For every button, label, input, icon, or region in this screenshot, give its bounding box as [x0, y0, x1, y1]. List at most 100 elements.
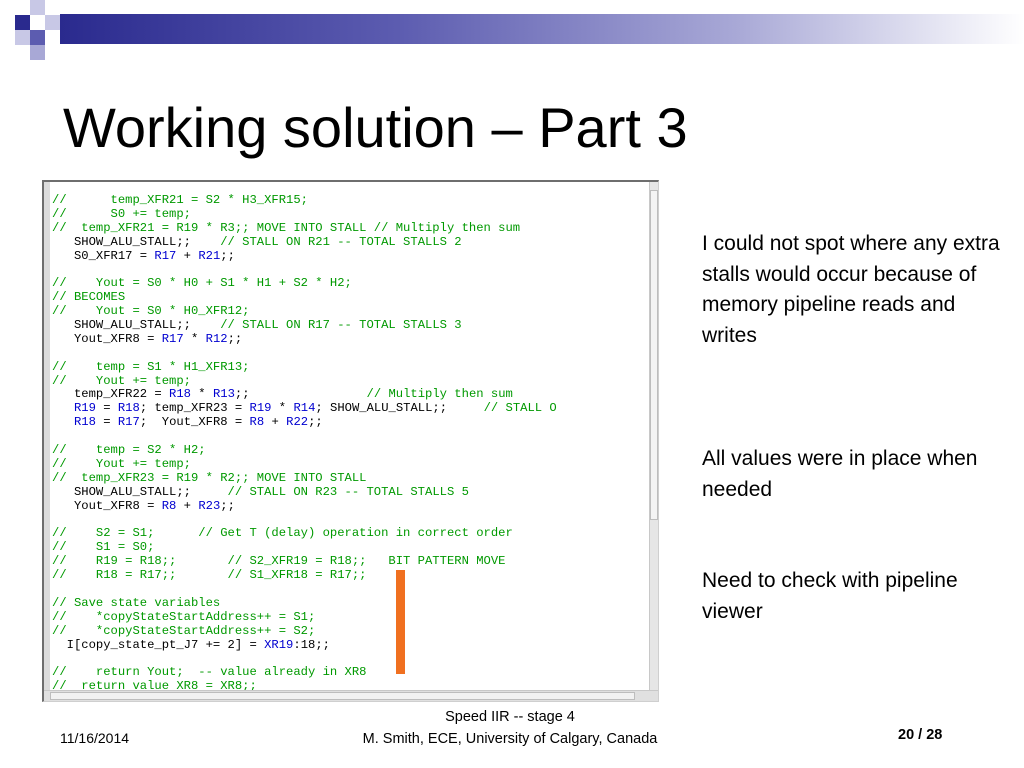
footer-subtitle: Speed IIR -- stage 4 — [445, 709, 575, 725]
code-line: // temp = S2 * H2; — [52, 443, 557, 458]
code-text: ;; — [308, 415, 323, 430]
code-text: = — [95, 401, 118, 416]
horizontal-scroll-thumb[interactable] — [50, 692, 635, 700]
decor-square — [15, 30, 30, 45]
code-line: Yout_XFR8 = R8 + R23;; — [52, 498, 557, 514]
code-text: Yout_XFR8 = — [52, 498, 162, 513]
decor-square — [30, 0, 45, 15]
footer-center: Speed IIR -- stage 4 M. Smith, ECE, Univ… — [310, 706, 710, 750]
code-register: R17 — [117, 415, 140, 430]
code-line: // temp_XFR23 = R19 * R2;; MOVE INTO STA… — [52, 470, 557, 486]
code-comment: // R18 = R17;; // S1_XFR18 = R17;; — [52, 568, 367, 583]
code-text: SHOW_ALU_STALL;; — [52, 318, 221, 333]
code-text: I[copy_state_pt_J7 += 2] = — [52, 637, 265, 652]
code-text: S0_XFR17 = — [52, 248, 155, 263]
vertical-scrollbar[interactable] — [649, 182, 658, 701]
code-text: = — [95, 415, 118, 430]
code-text: SHOW_ALU_STALL;; — [52, 234, 221, 249]
code-register: R18 — [73, 415, 96, 430]
code-line: // Yout = S0 * H0 + S1 * H1 + S2 * H2; — [52, 276, 557, 291]
code-register: R19 — [73, 401, 96, 416]
code-text: ;; — [220, 248, 235, 263]
code-register: R21 — [198, 248, 221, 263]
code-text: ; Yout_XFR8 = — [139, 415, 250, 430]
code-register: R8 — [161, 498, 177, 513]
code-comment: // STALL O — [483, 401, 557, 416]
code-line: // *copyStateStartAddress++ = S1; — [52, 609, 557, 625]
code-line — [52, 652, 557, 666]
code-comment: // Yout += temp; — [52, 373, 191, 388]
code-line: S0_XFR17 = R17 + R21;; — [52, 248, 557, 264]
code-comment: // S1 = S0; — [52, 540, 155, 555]
code-text — [52, 401, 74, 415]
editor-gutter — [44, 182, 50, 701]
decor-square — [30, 45, 45, 60]
code-register: R18 — [117, 401, 140, 416]
code-line: temp_XFR22 = R18 * R13;; // Multiply the… — [52, 388, 557, 402]
code-text: * — [271, 401, 294, 416]
code-text — [52, 415, 74, 429]
code-register: R12 — [205, 331, 228, 346]
code-line: SHOW_ALU_STALL;; // STALL ON R23 -- TOTA… — [52, 484, 557, 500]
code-comment: // return value XR8 = XR8;; — [52, 679, 257, 694]
code-line: SHOW_ALU_STALL;; // STALL ON R17 -- TOTA… — [52, 318, 557, 333]
code-register: R18 — [169, 387, 191, 402]
code-line: Yout_XFR8 = R17 * R12;; — [52, 331, 557, 347]
code-comment: // Save state variables — [52, 595, 221, 610]
footer-date: 11/16/2014 — [60, 730, 130, 746]
note-text: Need to check with pipeline viewer — [702, 569, 958, 623]
annotation-bar — [396, 570, 405, 674]
header-gradient-bar — [60, 14, 1024, 44]
code-comment: // R19 = R18;; // S2_XFR19 = R18;; BIT P… — [52, 554, 506, 569]
code-register: R8 — [249, 415, 265, 430]
decor-square — [15, 15, 30, 30]
code-register: R19 — [249, 401, 272, 416]
code-text: SHOW_ALU_STALL;; — [52, 484, 228, 499]
code-register: R13 — [212, 387, 235, 402]
code-comment: // temp_XFR23 = R19 * R2;; MOVE INTO STA… — [52, 470, 367, 485]
code-line — [52, 347, 557, 361]
code-comment: // Yout += temp; — [52, 456, 191, 471]
code-line: // Save state variables — [52, 595, 557, 611]
code-line: // temp_XFR21 = R19 * R3;; MOVE INTO STA… — [52, 221, 557, 236]
code-line: // temp_XFR21 = S2 * H3_XFR15; — [52, 193, 557, 208]
code-line: // BECOMES — [52, 290, 557, 305]
code-comment: // return Yout; -- value already in XR8 — [52, 665, 367, 680]
code-text: + — [176, 498, 199, 513]
decor-square — [45, 15, 60, 30]
code-line: // S0 += temp; — [52, 206, 557, 222]
code-comment: // *copyStateStartAddress++ = S1; — [52, 609, 316, 624]
note-text: I could not spot where any extra stalls … — [702, 232, 1000, 347]
code-register: XR19 — [264, 637, 294, 652]
code-text: ; SHOW_ALU_STALL;; — [315, 401, 484, 416]
code-comment: // temp = S1 * H1_XFR13; — [52, 359, 250, 374]
code-text: ;; — [234, 387, 367, 402]
code-line: // R19 = R18;; // S2_XFR19 = R18;; BIT P… — [52, 554, 557, 569]
code-listing: // temp_XFR21 = S2 * H3_XFR15;// S0 += t… — [52, 193, 557, 694]
code-comment: // STALL ON R21 -- TOTAL STALLS 2 — [220, 234, 462, 249]
code-text: :18;; — [293, 637, 330, 652]
code-text: ;; — [227, 331, 243, 346]
code-line: I[copy_state_pt_J7 += 2] = XR19:18;; — [52, 637, 557, 653]
code-line: // S2 = S1; // Get T (delay) operation i… — [52, 526, 557, 541]
code-line: // temp = S1 * H1_XFR13; — [52, 359, 557, 375]
code-line: // R18 = R17;; // S1_XFR18 = R17;; — [52, 568, 557, 583]
code-comment: // *copyStateStartAddress++ = S2; — [52, 623, 316, 638]
code-comment: // Multiply then sum — [366, 387, 513, 402]
code-line — [52, 430, 557, 444]
code-line: // Yout = S0 * H0_XFR12; — [52, 304, 557, 319]
code-comment: // Yout = S0 * H0_XFR12; — [52, 304, 250, 319]
horizontal-scrollbar[interactable] — [44, 690, 658, 701]
code-register: R22 — [286, 415, 309, 430]
slide-title: Working solution – Part 3 — [63, 96, 688, 159]
code-editor-window: // temp_XFR21 = S2 * H3_XFR15;// S0 += t… — [42, 180, 659, 702]
code-text: + — [176, 248, 199, 263]
code-line: // Yout += temp; — [52, 456, 557, 472]
vertical-scroll-thumb[interactable] — [650, 190, 658, 520]
code-comment: // STALL ON R17 -- TOTAL STALLS 3 — [220, 318, 462, 333]
code-comment: // BECOMES — [52, 290, 126, 305]
code-line — [52, 263, 557, 277]
code-comment: // S0 += temp; — [52, 206, 191, 221]
code-register: R17 — [154, 248, 177, 263]
code-line: R18 = R17; Yout_XFR8 = R8 + R22;; — [52, 415, 557, 430]
